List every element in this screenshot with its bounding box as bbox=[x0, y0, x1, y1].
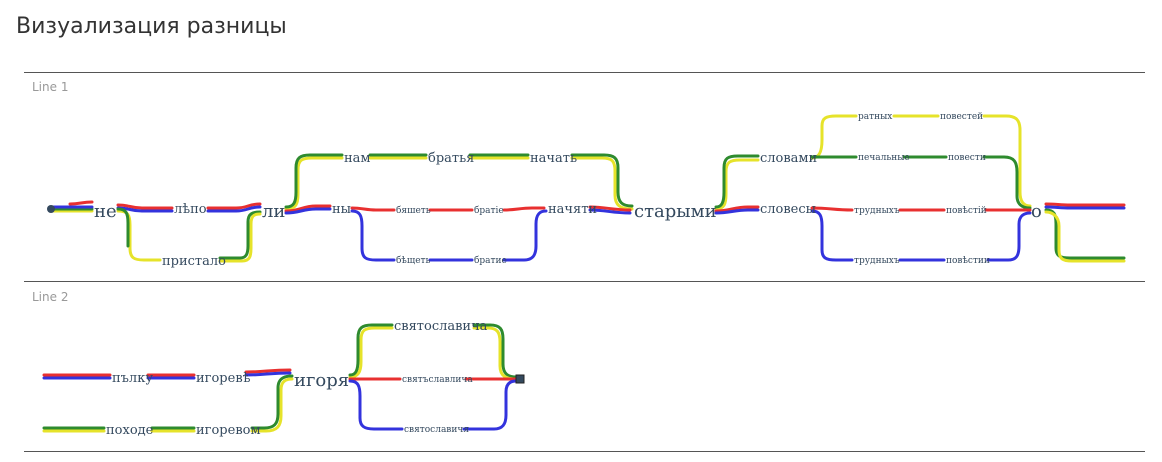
edge-li-ny bbox=[284, 204, 332, 215]
line-1-label: Line 1 bbox=[32, 80, 69, 94]
edge-igoreve-igorya bbox=[244, 368, 292, 377]
edge-pokhode-igorevom bbox=[150, 426, 196, 433]
edge-ny-byashet bbox=[350, 206, 396, 212]
word-igoreve: игоревѣ bbox=[196, 371, 251, 386]
word-trudnykh-2: трудныхъ bbox=[854, 256, 900, 266]
word-slovesy: словесы bbox=[760, 202, 816, 217]
line-1-graph: не лѣпо пристало ли нам братья начать ны… bbox=[47, 112, 1126, 269]
edge-nam-bratya bbox=[368, 153, 428, 160]
word-povesti: повести bbox=[948, 153, 986, 163]
edge-bratie1-nachyati bbox=[502, 206, 546, 212]
word-bratya: братья bbox=[428, 151, 474, 166]
word-povestey: повестей bbox=[940, 112, 983, 122]
divider-middle bbox=[24, 281, 1145, 282]
word-povestii: повѣстии bbox=[946, 256, 990, 266]
word-ne: не bbox=[94, 201, 117, 222]
word-bratie-2: братие bbox=[474, 255, 507, 266]
edge-bratie2-nachyati bbox=[502, 209, 548, 262]
line-2-graph: пълку игоревѣ походе игоревом игоря свят… bbox=[42, 319, 525, 438]
edge-start-polku bbox=[42, 373, 112, 380]
edge-igorya-svyatoslavicha bbox=[348, 323, 394, 379]
word-lepo: лѣпо bbox=[174, 202, 207, 217]
divider-top bbox=[24, 72, 1145, 73]
word-byashet: бяшеть bbox=[396, 205, 431, 216]
edge-povesti-o bbox=[982, 155, 1032, 210]
word-svyatoslavicha: святославича bbox=[394, 319, 488, 334]
edge-nachat-starymi bbox=[570, 153, 634, 211]
edge-slovesy-trudnykh1 bbox=[810, 206, 854, 212]
word-nam: нам bbox=[344, 151, 371, 166]
word-nachat: начать bbox=[530, 151, 577, 166]
word-pristalo: пристало bbox=[162, 254, 226, 269]
edge-nachyati-starymi bbox=[588, 205, 632, 215]
word-svyatoslavichya: святославичя bbox=[404, 425, 469, 435]
word-igorya: игоря bbox=[294, 370, 349, 391]
word-povestiy: повѣстій bbox=[946, 206, 987, 216]
word-igorevom: игоревом bbox=[196, 423, 261, 438]
start-node bbox=[47, 205, 55, 213]
edge-starymi-slovami bbox=[714, 154, 760, 211]
edge-pristalo-li bbox=[218, 210, 262, 263]
edge-slovami-ratnykh bbox=[810, 114, 858, 160]
end-node bbox=[515, 374, 525, 384]
edge-povestey-o bbox=[982, 114, 1032, 208]
word-pechalnye: печальные bbox=[858, 153, 910, 163]
divider-bottom bbox=[24, 451, 1145, 452]
edge-ne-pristalo bbox=[116, 207, 162, 262]
edge-o-end bbox=[1044, 202, 1126, 263]
word-ratnykh: ратных bbox=[858, 112, 892, 122]
word-nachyati: начяти bbox=[548, 202, 597, 217]
edge-starymi-slovesy bbox=[714, 205, 760, 215]
word-trudnykh-1: трудныхъ bbox=[854, 206, 900, 216]
word-byeshet: бѣщеть bbox=[396, 255, 431, 266]
edge-igorya-svyatoslavichya bbox=[348, 379, 404, 431]
word-svyatslavlicha: святъславлича bbox=[402, 375, 473, 385]
edge-start-pokhode bbox=[42, 426, 106, 433]
word-pokhode: походе bbox=[106, 423, 154, 438]
edge-povestii-o bbox=[986, 211, 1032, 262]
edge-svyatoslavichya-end bbox=[462, 379, 518, 431]
edge-ny-byeshet bbox=[350, 209, 396, 262]
edge-li-nam bbox=[284, 153, 344, 211]
word-polku: пълку bbox=[112, 371, 153, 386]
word-starymi: старыми bbox=[634, 201, 717, 222]
word-ny: ны bbox=[332, 202, 351, 217]
edge-slovesy-trudnykh2 bbox=[810, 209, 854, 262]
word-li: ли bbox=[262, 201, 285, 222]
page-title: Визуализация разницы bbox=[16, 14, 287, 39]
edge-start-ne bbox=[50, 200, 94, 213]
word-bratie-1: братіе bbox=[474, 205, 504, 216]
edge-polku-igoreve bbox=[146, 373, 196, 380]
edge-igorevom-igorya bbox=[250, 374, 294, 433]
edge-lepo-li bbox=[206, 202, 262, 213]
line-2-label: Line 2 bbox=[32, 290, 69, 304]
word-o: о bbox=[1031, 201, 1042, 222]
edge-bratya-nachat bbox=[468, 153, 530, 160]
word-slovami: словами bbox=[760, 151, 817, 166]
